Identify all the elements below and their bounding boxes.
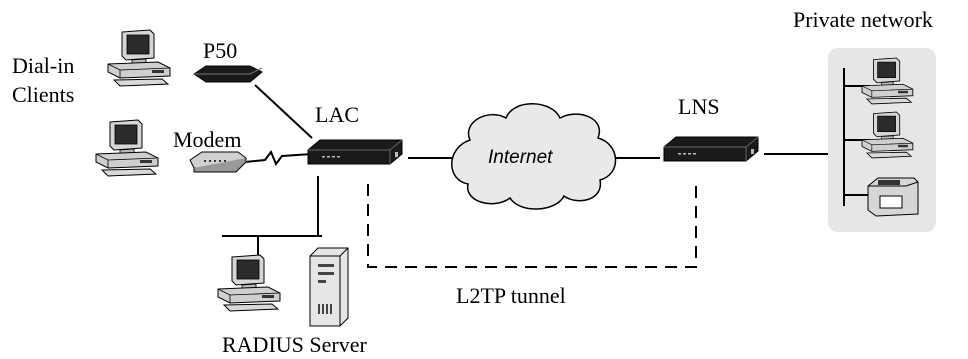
printer-icon <box>867 177 919 217</box>
modem-label: Modem <box>173 127 241 152</box>
modem-icon <box>189 151 247 173</box>
radius-server-label: RADIUS Server <box>222 332 367 357</box>
link-modem-lac <box>244 150 313 166</box>
l2tp-tunnel-path <box>367 184 697 268</box>
dial-in-label-line1: Dial-in <box>12 53 74 78</box>
p50-router-icon <box>193 65 263 83</box>
p50-label: P50 <box>203 38 237 63</box>
l2tp-tunnel-label: L2TP tunnel <box>456 283 566 308</box>
radius-server-tower-icon <box>309 247 349 327</box>
internet-label: Internet <box>488 147 553 168</box>
internet-cloud-icon <box>451 103 617 210</box>
client-pc-2 <box>95 119 159 177</box>
links <box>222 84 844 258</box>
private-network-label: Private network <box>793 7 933 32</box>
link-p50-lac <box>254 84 313 139</box>
dial-in-label-line2: Clients <box>12 82 74 107</box>
lac-device-icon <box>307 139 403 165</box>
lns-device-icon <box>663 136 759 162</box>
lns-label: LNS <box>678 94 720 119</box>
client-pc-1 <box>107 29 171 87</box>
radius-pc <box>217 254 281 312</box>
lac-label: LAC <box>315 102 359 127</box>
